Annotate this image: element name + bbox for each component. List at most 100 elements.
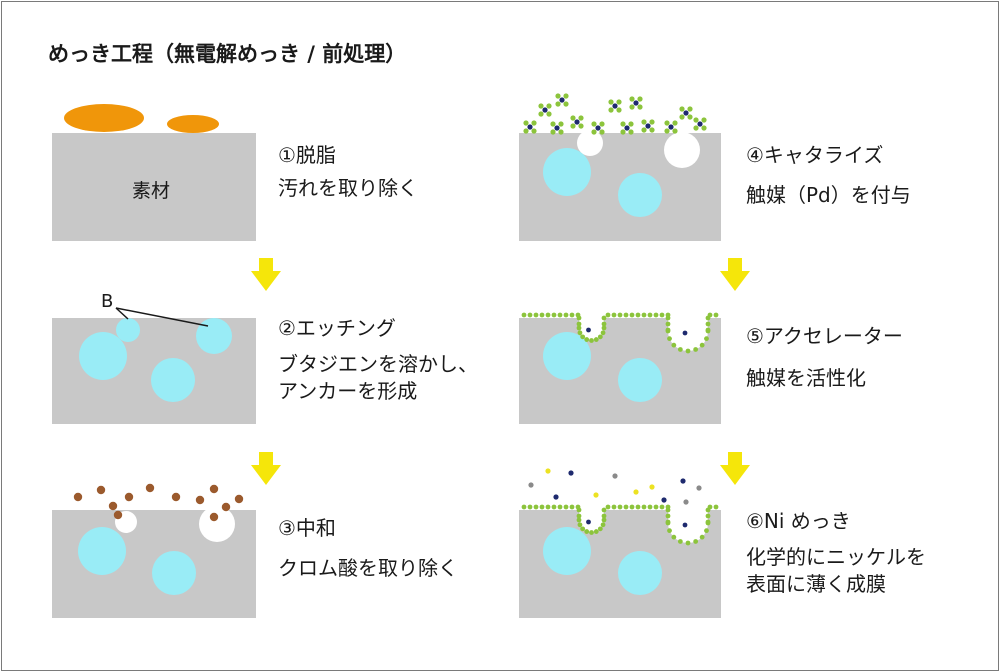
catalyst-particle	[628, 129, 634, 135]
catalyst-particle	[705, 315, 711, 321]
catalyst-particle	[569, 312, 575, 318]
catalyst-particle	[563, 312, 569, 318]
down-arrow-icon	[720, 452, 750, 485]
catalyst-particle	[576, 517, 582, 523]
nickel-ion	[696, 485, 702, 491]
catalyst-particle	[677, 539, 683, 544]
step-3-illustration	[52, 483, 256, 618]
catalyst-particle	[578, 115, 584, 121]
step-description: クロム酸を取り除く	[278, 556, 458, 580]
oil-stain	[167, 115, 219, 133]
step-label: ⑤アクセレーター	[746, 324, 903, 348]
catalyst-particle	[600, 330, 606, 336]
catalyst-particle	[580, 334, 586, 340]
catalyst-particle	[599, 129, 605, 135]
catalyst-particle	[617, 312, 623, 318]
catalyst-particle	[545, 312, 551, 318]
nickel-ion	[649, 484, 655, 490]
catalyst-particle	[576, 321, 582, 327]
catalyst-particle	[611, 312, 617, 318]
anchor-hole	[668, 510, 708, 543]
catalyst-particle	[647, 504, 653, 510]
catalyst-particle	[550, 129, 556, 135]
catalyst-particle	[693, 117, 699, 123]
palladium-particle	[624, 125, 630, 131]
catalyst-particle	[558, 121, 564, 127]
catalyst-particle	[576, 325, 582, 331]
catalyst-particle	[685, 540, 691, 546]
step-1-illustration	[52, 104, 256, 241]
anchor-hole	[199, 506, 235, 542]
catalyst-particle	[523, 120, 529, 126]
catalyst-particle	[577, 522, 583, 528]
catalyst-particle	[667, 336, 672, 342]
catalyst-particle	[551, 312, 557, 318]
down-arrow-icon	[251, 258, 281, 291]
catalyst-particle	[531, 128, 537, 134]
catalyst-particle	[576, 315, 582, 321]
catalyst-particle	[647, 312, 653, 318]
palladium-particle	[612, 103, 618, 109]
catalyst-particle	[563, 101, 569, 107]
butadiene-pore	[152, 551, 196, 595]
catalyst-particle	[687, 106, 693, 112]
catalyst-particle	[527, 312, 533, 318]
palladium-particle	[586, 327, 591, 333]
catalyst-particle	[685, 348, 691, 354]
catalyst-particle	[665, 321, 671, 327]
catalyst-particle	[569, 504, 575, 510]
catalyst-particle	[599, 121, 605, 127]
catalyst-particle	[665, 507, 671, 513]
palladium-particle	[633, 100, 639, 106]
catalyst-particle	[705, 513, 711, 519]
step-2-illustration	[52, 307, 256, 424]
chromic-acid-particle	[234, 494, 244, 504]
catalyst-particle	[704, 528, 709, 534]
step-label: ⑥Ni めっき	[746, 509, 851, 533]
catalyst-particle	[597, 334, 603, 340]
palladium-particle	[645, 123, 651, 129]
catalyst-particle	[538, 103, 544, 109]
catalyst-particle	[539, 504, 545, 510]
catalyst-particle	[608, 107, 614, 113]
butadiene-pore	[543, 527, 591, 575]
catalyst-particle	[704, 336, 709, 342]
nickel-ion	[661, 497, 667, 503]
catalyst-particle	[672, 128, 678, 134]
catalyst-particle	[539, 312, 545, 318]
catalyst-particle	[591, 129, 597, 135]
palladium-particle	[682, 522, 688, 528]
catalyst-particle	[616, 99, 622, 105]
butadiene-pore	[618, 173, 662, 217]
catalyst-particle	[701, 125, 707, 131]
chromic-acid-particle	[108, 501, 118, 511]
catalyst-particle	[545, 504, 551, 510]
nickel-plating-layer	[521, 468, 719, 546]
catalyst-particle	[653, 312, 659, 318]
butadiene-pore	[543, 332, 591, 380]
chromic-acid-particle	[209, 484, 219, 494]
catalyst-particle	[589, 338, 594, 343]
catalyst-particle	[576, 513, 582, 519]
substrate-block	[52, 133, 256, 241]
chromic-acid-particle	[171, 492, 181, 502]
catalyst-particle	[705, 507, 711, 513]
chromic-acid-particle	[124, 492, 134, 502]
butadiene-pore	[79, 332, 127, 380]
catalyst-particle	[693, 539, 699, 544]
catalyst-particle	[635, 504, 641, 510]
nickel-ion	[528, 482, 534, 488]
catalyst-particle	[623, 504, 629, 510]
nickel-ion	[568, 470, 574, 476]
catalyst-particle	[641, 127, 647, 133]
catalyst-particle	[538, 111, 544, 117]
step-label: ①脱脂	[278, 143, 336, 167]
catalyst-particle	[629, 504, 635, 510]
oil-stain	[64, 104, 144, 132]
palladium-particle	[595, 125, 601, 131]
catalyst-particle	[605, 312, 611, 318]
catalyst-particle	[672, 120, 678, 126]
catalyst-particle	[635, 312, 641, 318]
catalyst-particle	[687, 114, 693, 120]
catalyst-particle	[637, 104, 643, 110]
